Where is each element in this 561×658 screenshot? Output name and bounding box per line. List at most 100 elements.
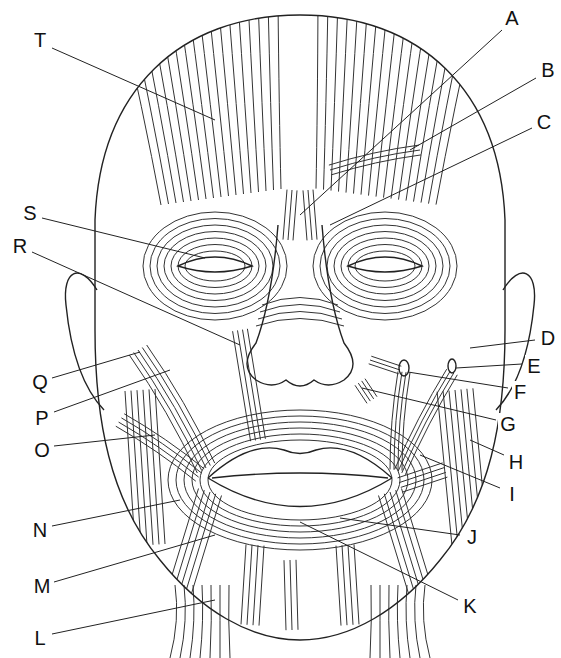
frontalis-fibre — [148, 0, 184, 202]
platysma-fibre — [220, 585, 221, 658]
depressor-fibre — [379, 496, 409, 594]
depressor-fibre — [384, 494, 414, 592]
orbicularis-oculi-ring — [320, 219, 450, 314]
depressor-fibre — [169, 489, 199, 587]
procerus-fibre — [293, 190, 297, 240]
part-letter: K — [461, 595, 478, 617]
frontalis-fibre — [168, 0, 199, 200]
orbicularis-oris-ring — [192, 428, 408, 532]
frontalis-fibre — [391, 0, 418, 199]
levator-labii-fibre — [355, 385, 367, 403]
leader-line — [330, 128, 532, 225]
frontalis-fibre — [128, 0, 169, 204]
frontalis-fibre — [429, 0, 469, 204]
orbicularis-oris-ring — [184, 422, 416, 538]
part-letter: P — [33, 407, 50, 429]
procerus-fibre — [288, 190, 292, 240]
leader-line — [54, 435, 155, 446]
nasalis-fibre — [256, 319, 344, 327]
platysma-fibre — [389, 585, 390, 658]
nasalis-fibre — [258, 312, 342, 320]
part-letter: C — [535, 111, 553, 133]
leader-line — [410, 78, 536, 150]
depressor-fibre — [186, 494, 216, 592]
platysma-fibre — [415, 585, 420, 658]
part-letter: O — [32, 439, 52, 461]
leader-line — [470, 340, 535, 348]
depressor-labii-fibre — [241, 544, 246, 624]
orbicularis-oculi-ring — [157, 225, 273, 307]
orbicularis-oculi-ring — [327, 225, 443, 307]
frontalis-fibre — [278, 0, 281, 189]
frontalis-fibre — [138, 0, 176, 203]
frontalis-fibre — [118, 0, 161, 205]
frontalis-fibre — [406, 0, 438, 201]
cut-muscle-end — [399, 360, 409, 376]
corrugator-fibre — [330, 150, 420, 170]
nasalis-fibre — [260, 305, 340, 313]
depressor-labii-fibre — [259, 546, 264, 626]
masseter-fibre — [473, 388, 488, 543]
depressor-labii-fibre — [336, 546, 341, 626]
orbicularis-oris-ring — [200, 434, 400, 526]
depressor-labii-fibre — [253, 545, 258, 625]
part-letter: F — [512, 381, 528, 403]
platysma-fibre — [423, 585, 430, 658]
frontalis-fibre — [316, 0, 318, 189]
corrugator-fibre — [329, 145, 419, 165]
leader-line — [52, 48, 215, 120]
depressor-labii-fibre — [342, 545, 347, 625]
part-letter: G — [498, 413, 518, 435]
nose-outline — [247, 225, 353, 386]
frontalis-fibre — [218, 0, 236, 195]
part-letter: S — [21, 202, 38, 224]
levator-labii-fibre — [243, 330, 261, 440]
right-ear — [496, 273, 535, 410]
mentalis-fibre — [284, 560, 286, 630]
masseter-fibre — [443, 391, 458, 546]
neck-fibres — [170, 585, 430, 658]
procerus-fibre — [313, 190, 317, 240]
buccinator-fibre — [402, 477, 447, 492]
frontalis-fibre — [339, 0, 349, 192]
masseter-fibre — [137, 390, 147, 545]
depressor-labii-fibre — [348, 545, 353, 625]
leader-line — [408, 372, 508, 388]
frontalis-fibre — [248, 0, 259, 192]
platysma-fibre — [397, 585, 400, 658]
platysma-fibre — [180, 585, 185, 658]
depressor-labii-fibre — [354, 544, 359, 624]
leader-line — [54, 370, 170, 412]
levator-labii-fibre — [370, 360, 400, 370]
part-letter: L — [32, 627, 47, 649]
masseter-fibre — [125, 391, 135, 546]
part-letter: A — [503, 7, 520, 29]
leader-line — [32, 252, 240, 345]
platysma-fibre — [380, 585, 381, 658]
leader-line — [420, 455, 500, 488]
frontalis-fibre — [258, 0, 266, 191]
left-eye-opening — [178, 257, 252, 272]
orbicularis-oris-ring — [168, 410, 432, 550]
mentalis-fibre — [296, 560, 298, 630]
procerus-fibre — [308, 190, 312, 240]
platysma-fibre — [200, 585, 203, 658]
platysma-fibre — [210, 585, 211, 658]
leader-line — [52, 352, 140, 378]
frontalis-fibre — [228, 0, 244, 194]
leader-line — [54, 535, 215, 582]
nasalis-fibre — [262, 298, 338, 306]
zygomaticus-fibre — [147, 345, 215, 463]
part-letter: E — [525, 355, 542, 377]
depressor-fibre — [192, 496, 222, 594]
frontalis-fibre — [324, 0, 329, 190]
part-letter: H — [507, 451, 525, 473]
part-letter: R — [11, 235, 29, 257]
levator-labii-fibre — [371, 356, 401, 366]
masseter-fibre — [149, 389, 159, 544]
depressor-fibre — [396, 490, 426, 588]
mentalis-fibre — [290, 560, 292, 630]
orbicularis-oculi-ring — [348, 245, 422, 288]
